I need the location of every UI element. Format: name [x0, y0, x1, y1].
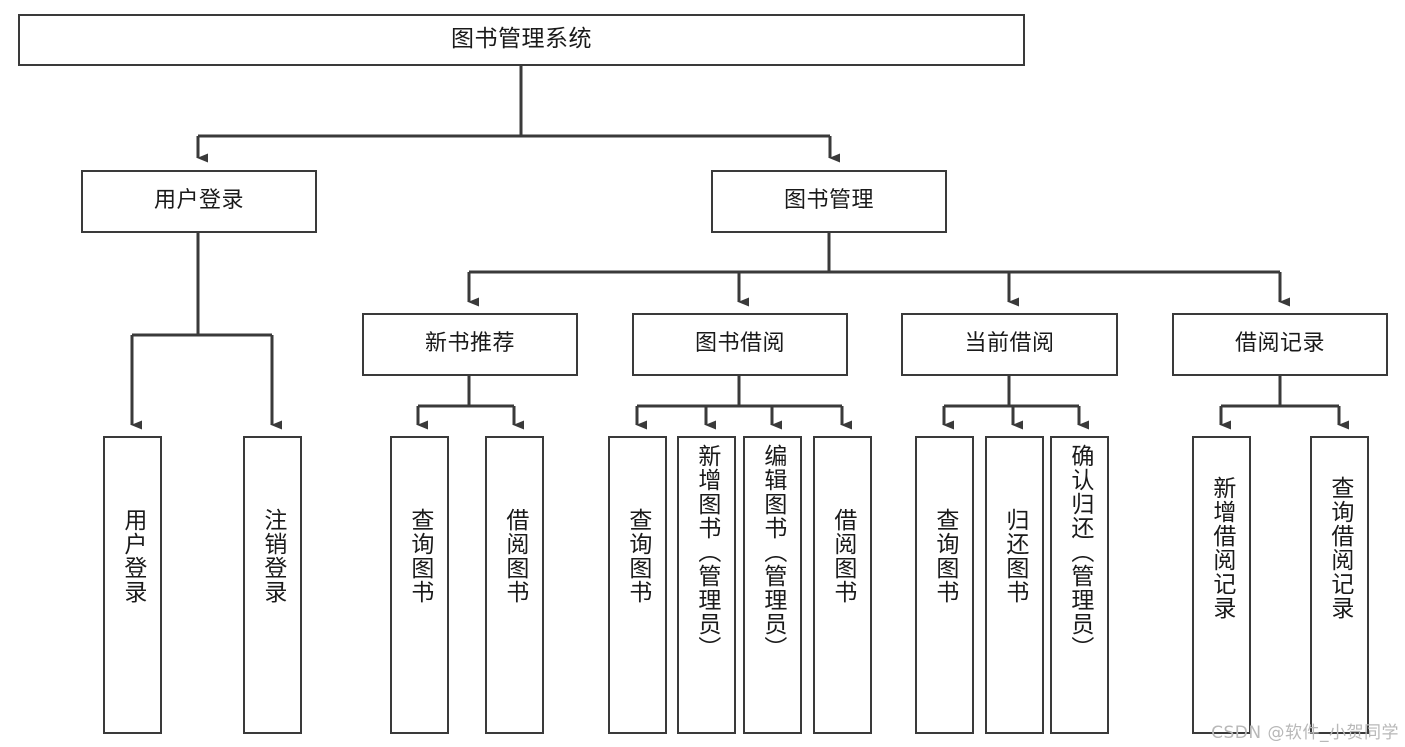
- node-new-book-recommendation[interactable]: 新书推荐: [362, 313, 578, 376]
- node-book-management-label: 图书管理: [783, 188, 874, 214]
- leaf-user-login[interactable]: 用户登录: [103, 436, 162, 734]
- node-root-label: 图书管理系统: [451, 26, 592, 53]
- leaf-add-book-admin-label: 新增图书（管理员）: [693, 444, 720, 660]
- leaf-query-books-newbook[interactable]: 查询图书: [390, 436, 449, 734]
- node-borrowing-records[interactable]: 借阅记录: [1172, 313, 1388, 376]
- node-book-borrowing-label: 图书借阅: [694, 331, 785, 357]
- leaf-query-books-newbook-label: 查询图书: [406, 508, 433, 604]
- leaf-confirm-return-admin[interactable]: 确认归还（管理员）: [1050, 436, 1109, 734]
- node-user-login-label: 用户登录: [153, 188, 244, 214]
- leaf-confirm-return-admin-label: 确认归还（管理员）: [1066, 444, 1093, 660]
- leaf-add-borrow-record-label: 新增借阅记录: [1208, 476, 1235, 620]
- node-book-management[interactable]: 图书管理: [711, 170, 947, 233]
- node-borrowing-records-label: 借阅记录: [1234, 331, 1325, 357]
- leaf-return-books-label: 归还图书: [1001, 508, 1028, 604]
- leaf-borrow-books-newbook-label: 借阅图书: [501, 508, 528, 604]
- node-current-borrowing[interactable]: 当前借阅: [901, 313, 1118, 376]
- leaf-user-login-label: 用户登录: [119, 508, 146, 604]
- node-root-book-management-system[interactable]: 图书管理系统: [18, 14, 1025, 66]
- leaf-query-books-borrowing-label: 查询图书: [624, 508, 651, 604]
- node-user-login[interactable]: 用户登录: [81, 170, 317, 233]
- leaf-query-borrow-record[interactable]: 查询借阅记录: [1310, 436, 1369, 734]
- leaf-logout-label: 注销登录: [259, 508, 286, 604]
- leaf-query-borrow-record-label: 查询借阅记录: [1326, 476, 1353, 620]
- csdn-watermark: CSDN @软件_小贺同学: [1211, 723, 1399, 743]
- node-new-book-recommendation-label: 新书推荐: [424, 331, 515, 357]
- leaf-borrow-books-borrowing[interactable]: 借阅图书: [813, 436, 872, 734]
- leaf-query-books-current[interactable]: 查询图书: [915, 436, 974, 734]
- leaf-query-books-borrowing[interactable]: 查询图书: [608, 436, 667, 734]
- leaf-borrow-books-borrowing-label: 借阅图书: [829, 508, 856, 604]
- node-current-borrowing-label: 当前借阅: [964, 331, 1055, 357]
- leaf-return-books[interactable]: 归还图书: [985, 436, 1044, 734]
- leaf-edit-book-admin-label: 编辑图书（管理员）: [759, 444, 786, 660]
- leaf-edit-book-admin[interactable]: 编辑图书（管理员）: [743, 436, 802, 734]
- node-book-borrowing[interactable]: 图书借阅: [632, 313, 848, 376]
- leaf-add-borrow-record[interactable]: 新增借阅记录: [1192, 436, 1251, 734]
- leaf-borrow-books-newbook[interactable]: 借阅图书: [485, 436, 544, 734]
- leaf-logout[interactable]: 注销登录: [243, 436, 302, 734]
- leaf-add-book-admin[interactable]: 新增图书（管理员）: [677, 436, 736, 734]
- leaf-query-books-current-label: 查询图书: [931, 508, 958, 604]
